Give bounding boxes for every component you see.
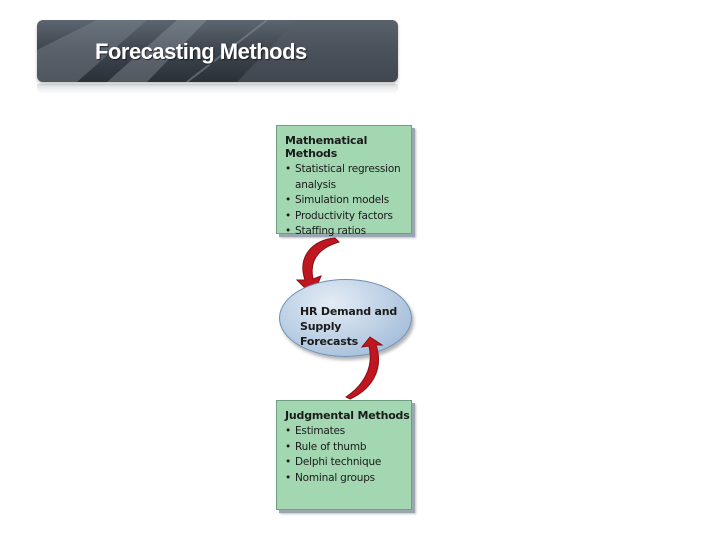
box-title: Mathematical Methods <box>285 134 368 160</box>
list-item: •Staffing ratios <box>285 225 366 237</box>
page-title: Forecasting Methods <box>95 39 307 64</box>
curved-arrow-down-icon <box>345 336 384 400</box>
list-item: •Simulation models <box>285 194 390 206</box>
oval-label: HR Demand and Supply Forecasts <box>300 304 400 349</box>
oval-label-line-2: Supply Forecasts <box>300 320 359 348</box>
list-item-text: Statistical regression analysis <box>295 163 401 191</box>
list-item: •Productivity factors <box>285 209 393 222</box>
list-item: •Statistical regression analysis <box>285 163 401 191</box>
list-item: •Delphi technique <box>285 456 382 468</box>
title-banner: Forecasting Methods <box>37 20 398 82</box>
list-item-text: Nominal groups <box>295 471 375 484</box>
banner-background-graphic <box>37 20 398 82</box>
judgmental-methods-box: Judgmental Methods •Estimates •Rule of t… <box>276 400 412 510</box>
list-item-text: Estimates <box>295 425 346 437</box>
list-item-text: Productivity factors <box>295 209 393 222</box>
list-item-text: Rule of thumb <box>295 440 367 453</box>
method-list: •Estimates •Rule of thumb •Delphi techni… <box>277 424 411 486</box>
box-title: Judgmental Methods <box>285 409 410 422</box>
oval-label-line-1: HR Demand and <box>300 305 398 318</box>
mathematical-methods-box: Mathematical Methods •Statistical regres… <box>276 125 412 237</box>
list-item-text: Simulation models <box>295 194 390 206</box>
banner-reflection <box>37 84 398 94</box>
list-item-text: Staffing ratios <box>295 225 366 237</box>
list-item: •Rule of thumb <box>285 440 367 453</box>
list-item: •Nominal groups <box>285 471 375 484</box>
hr-forecasts-oval: HR Demand and Supply Forecasts <box>279 279 412 357</box>
list-item: •Estimates <box>285 425 346 437</box>
method-list: •Statistical regression analysis •Simula… <box>277 162 411 240</box>
list-item-text: Delphi technique <box>295 456 382 468</box>
